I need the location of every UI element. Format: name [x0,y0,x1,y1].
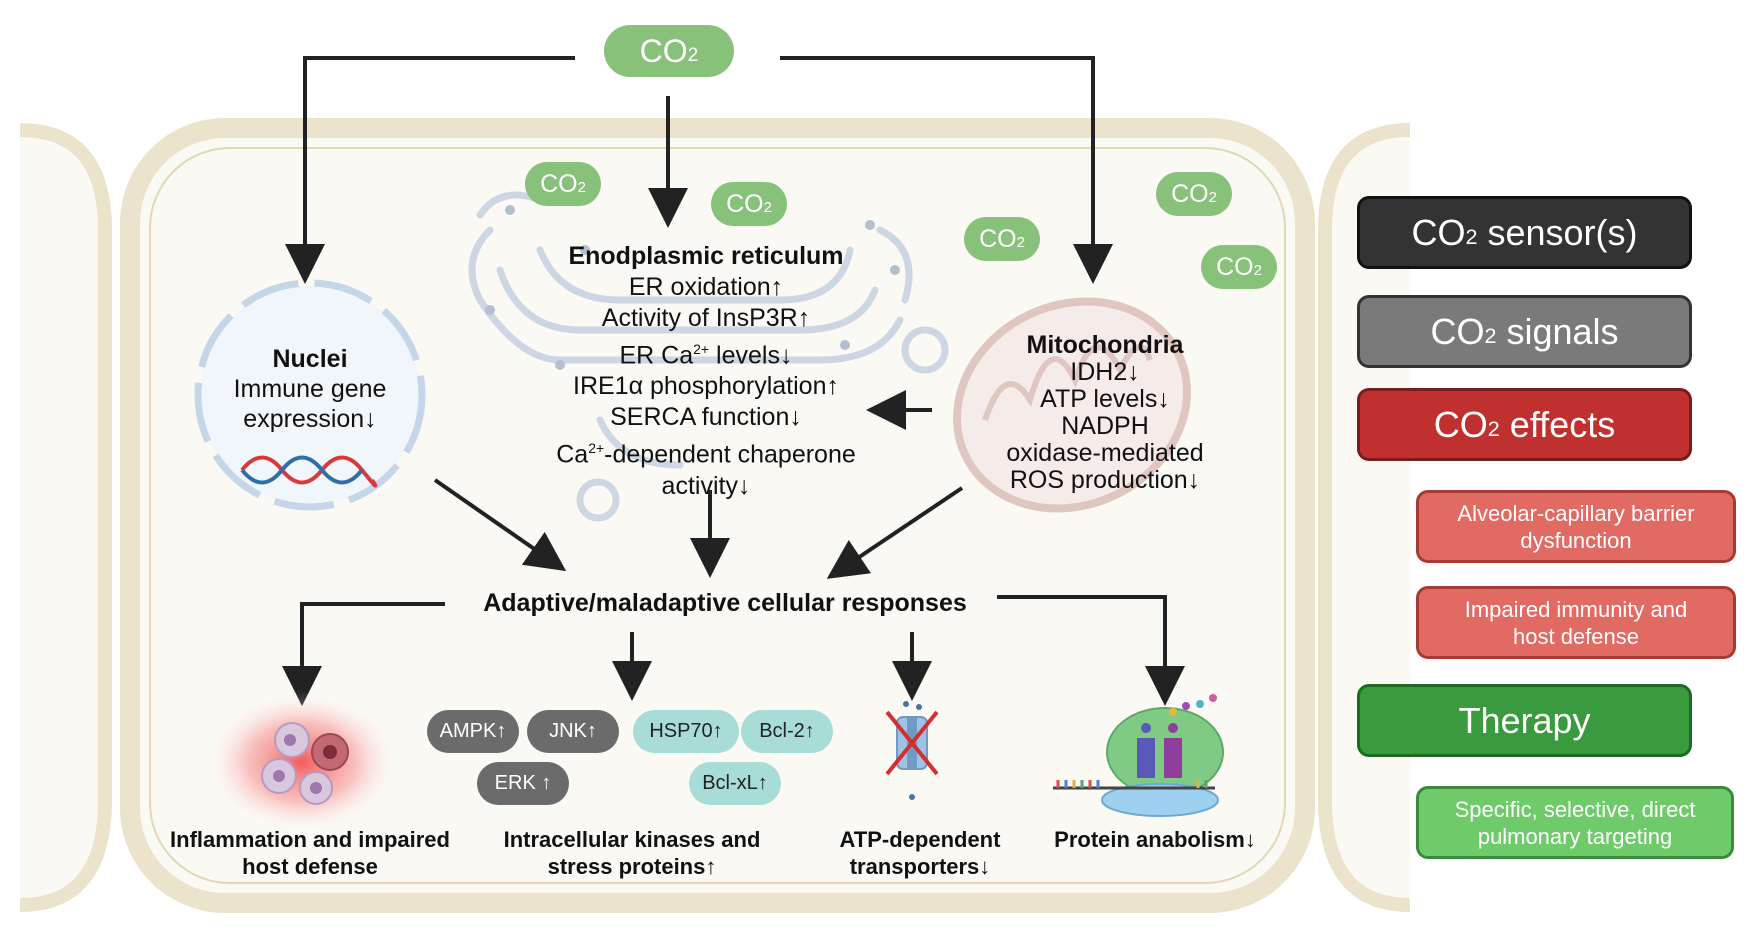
er-line-2: Activity of InsP3R↑ [601,304,811,332]
mito-line-4: oxidase-mediated [1006,439,1204,467]
immune-cells-icon [204,690,400,834]
legend-therapy: Therapy [1357,684,1692,757]
er-line-3: ER Ca2+ levels↓ [619,341,793,370]
pathway-arrows [282,56,1185,706]
nuclei-text: Nuclei Immune gene expression↓ [210,344,410,434]
left-neighbor-cell [19,123,112,912]
er-line-5: SERCA function↓ [610,403,802,432]
er-line-4: IRE1α phosphorylation↑ [573,372,839,401]
mito-text: Mitochondria IDH2↓ ATP levels↓ NADPH oxi… [990,332,1220,494]
responses-label: Adaptive/maladaptive cellular responses [483,589,967,617]
mito-line-3: NADPH [1061,412,1149,440]
nucleus-illustration [194,279,426,511]
pill-bclxl: Bcl-xL↑ [689,762,781,805]
pill-bcl2: Bcl-2↑ [741,710,833,753]
er-ribosomes [485,205,900,370]
pill-hsp70: HSP70↑ [633,710,739,753]
nuclei-title: Nuclei [272,345,348,373]
outcome-protein: Protein anabolism↓ [1054,827,1256,852]
mito-title: Mitochondria [1026,331,1184,359]
nuclei-line-1: Immune gene [233,375,387,403]
dna-icon [240,455,378,488]
mitochondrion-illustration [953,297,1191,513]
mito-line-2: ATP levels↓ [1040,385,1170,413]
transporter-icon [885,701,939,800]
ribosome-icon [1053,694,1224,817]
nuclei-line-2: expression↓ [243,405,377,433]
pill-erk: ERK ↑ [477,762,569,805]
pill-jnk: JNK↑ [527,710,619,753]
er-text: Enodplasmic reticulum ER oxidation↑ Acti… [520,241,892,502]
pill-ampk: AMPK↑ [427,710,519,753]
er-line-6: Ca2+-dependent chaperone [556,440,856,469]
mito-line-1: IDH2↓ [1070,358,1140,386]
er-line-1: ER oxidation↑ [628,273,784,301]
er-title: Enodplasmic reticulum [568,242,844,270]
mito-line-5: ROS production↓ [1009,466,1201,494]
er-line-7: activity↓ [661,471,751,500]
